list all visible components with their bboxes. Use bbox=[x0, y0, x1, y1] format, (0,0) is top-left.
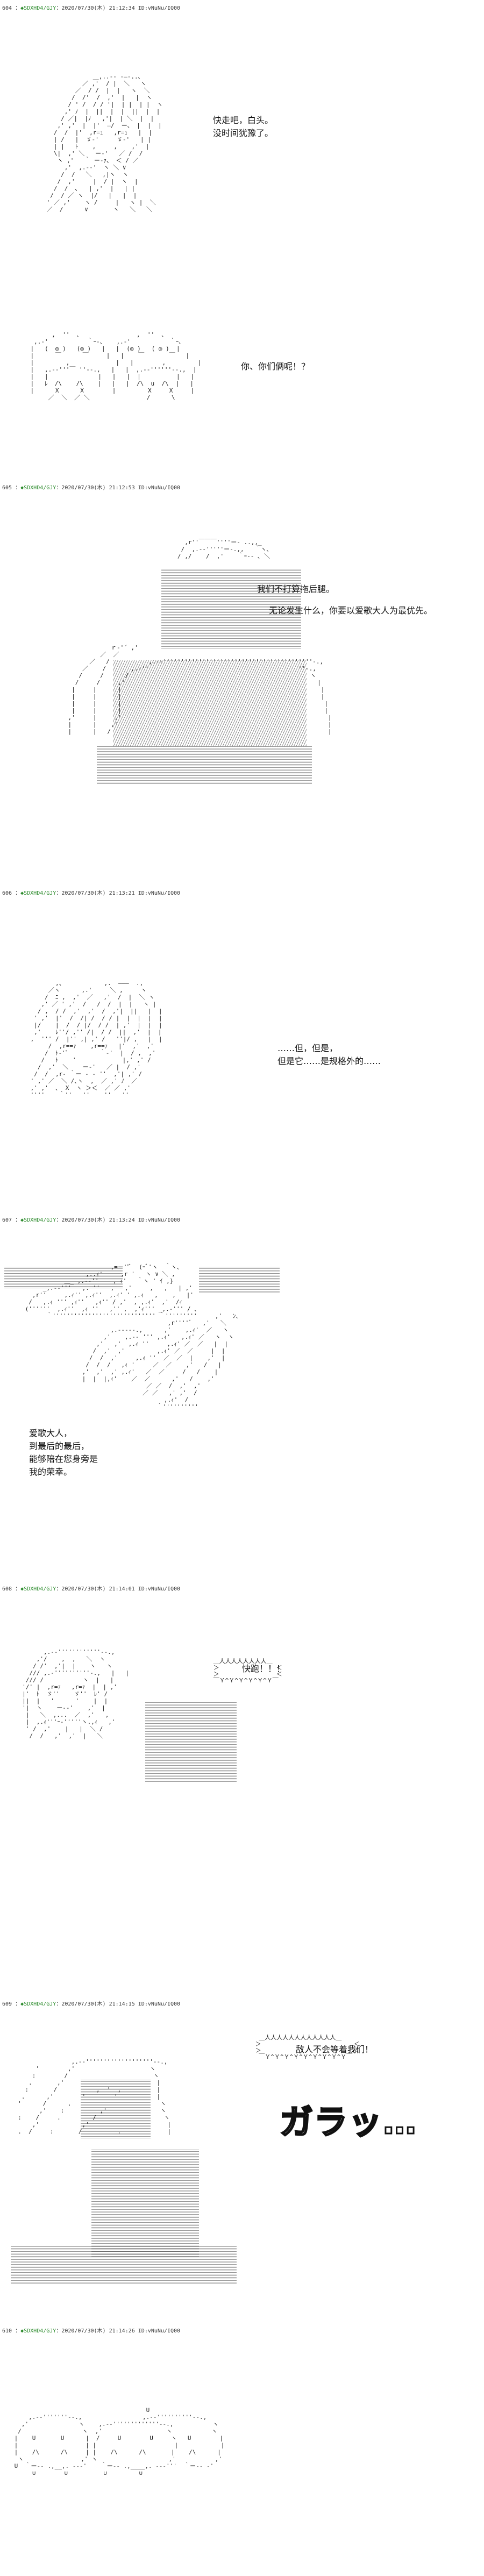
post-meta: ：2020/07/30(木) 21:12:53 ID:vNuNu/IQ00 bbox=[56, 485, 181, 491]
post-header: 604 ：◆SDXHD4/GJY：2020/07/30(木) 21:12:34 … bbox=[2, 3, 180, 11]
post-meta: ：2020/07/30(木) 21:12:34 ID:vNuNu/IQ00 bbox=[56, 5, 181, 11]
post-meta: ：2020/07/30(木) 21:14:15 ID:vNuNu/IQ00 bbox=[56, 2001, 181, 2007]
post-number: 608 ： bbox=[2, 1586, 21, 1592]
poster-trip[interactable]: ◆SDXHD4/GJY bbox=[20, 485, 56, 491]
ascii-art-faces: U ,.-‐'''''''‐-., ,.-‐''''''''''‐-., ,' … bbox=[14, 2407, 225, 2477]
dialog-line: 敌人不会等着我们！ bbox=[296, 2044, 374, 2054]
post-header: 606 ：◆SDXHD4/GJY：2020/07/30(木) 21:13:21 … bbox=[2, 888, 180, 896]
post-number: 607 ： bbox=[2, 1217, 21, 1223]
ascii-art-character: ＿,..-‐ ‐―-..､ ／ ,' / | ＼ ヽ ／ / / | | ヽ ＼… bbox=[46, 73, 163, 213]
post-header: 609 ：◆SDXHD4/GJY：2020/07/30(木) 21:14:15 … bbox=[2, 1999, 180, 2007]
post-meta: ：2020/07/30(木) 21:14:01 ID:vNuNu/IQ00 bbox=[56, 1586, 181, 1592]
post-header: 610 ：◆SDXHD4/GJY：2020/07/30(木) 21:14:26 … bbox=[2, 2326, 180, 2334]
sound-effect-text: ガラッ… bbox=[279, 2102, 418, 2143]
post-meta: ：2020/07/30(木) 21:13:24 ID:vNuNu/IQ00 bbox=[56, 1217, 181, 1223]
ascii-art-faces: , '' ､ , '' ､ ,.‐' ｀ｰ‐、 ,.‐' ｀ｰ､ | ( ◎ )… bbox=[30, 331, 202, 401]
ascii-art-character: ,、 ,. ――― ., ／ヽ ,.' ＼ , ヽ / ﾆ , ,' ／ ,' … bbox=[30, 980, 162, 1098]
shaded-base-region bbox=[97, 746, 312, 784]
poster-trip[interactable]: ◆SDXHD4/GJY bbox=[20, 2328, 56, 2334]
post-606: 606 ：◆SDXHD4/GJY：2020/07/30(木) 21:13:21 … bbox=[0, 888, 484, 1214]
post-number: 610 ： bbox=[2, 2328, 21, 2334]
post-number: 606 ： bbox=[2, 890, 21, 896]
poster-trip[interactable]: ◆SDXHD4/GJY bbox=[20, 2001, 56, 2007]
speech-burst: ＿人人人人人人人人人人人人＿ ＞ ＜ ＞ ＜ ￣Ｙ^Ｙ^Ｙ^Ｙ^Ｙ^Ｙ^Ｙ^Ｙ^… bbox=[255, 2034, 360, 2060]
post-604: 604 ：◆SDXHD4/GJY：2020/07/30(木) 21:12:34 … bbox=[0, 3, 484, 482]
poster-trip[interactable]: ◆SDXHD4/GJY bbox=[20, 890, 56, 896]
dialog-line: 无论发生什么，你要以爱歌大人为最优先。 bbox=[269, 605, 433, 616]
dialog-line: 快走吧，白头。 没时间犹豫了。 bbox=[213, 115, 274, 138]
shaded-floor-region bbox=[11, 2246, 237, 2284]
ascii-art-character: ,.-‐''''''''''''‐-., ,'/ , , ＼ ヽ / /' ,'… bbox=[22, 1649, 129, 1739]
post-meta: ：2020/07/30(木) 21:14:26 ID:vNuNu/IQ00 bbox=[56, 2328, 181, 2334]
shaded-hair-right bbox=[199, 1267, 280, 1294]
dialog-line: 快跑！！！ bbox=[242, 1664, 286, 1674]
ascii-art-scene: ,=－''ﾞ (ｰﾞ'ヽ ｀ヽ､ ,..ｨ' ,r ' ヽ ∨ ＼ , ＿_ ,… bbox=[25, 1264, 239, 1410]
shaded-hair-left bbox=[4, 1267, 123, 1288]
shaded-body-region bbox=[91, 2150, 199, 2257]
shaded-head-region bbox=[81, 2080, 151, 2139]
post-605: 605 ：◆SDXHD4/GJY：2020/07/30(木) 21:12:53 … bbox=[0, 483, 484, 887]
poster-trip[interactable]: ◆SDXHD4/GJY bbox=[20, 1586, 56, 1592]
ascii-art-hair: ,r''￣￣￣''''ー- ..,,_ / ,.-‐'''''ー-.,, ｀ヽ､… bbox=[177, 539, 271, 560]
post-header: 608 ：◆SDXHD4/GJY：2020/07/30(木) 21:14:01 … bbox=[2, 1584, 180, 1592]
ascii-art-figure: ｒ‐'´ ,' ／ ／ ／ / ,.-‐''''''''''''''''''''… bbox=[68, 644, 332, 735]
speech-burst: ＿人人人人人人人人＿ ＞ ＜ ＞ ＜ ￣Ｙ^Ｙ^Ｙ^Ｙ^Ｙ^Ｙ￣ bbox=[213, 1658, 282, 1684]
post-609: 609 ：◆SDXHD4/GJY：2020/07/30(木) 21:14:15 … bbox=[0, 1999, 484, 2325]
shaded-arm-region bbox=[145, 1702, 237, 1783]
post-number: 604 ： bbox=[2, 5, 21, 11]
post-number: 609 ： bbox=[2, 2001, 21, 2007]
post-607: 607 ：◆SDXHD4/GJY：2020/07/30(木) 21:13:24 … bbox=[0, 1215, 484, 1583]
post-meta: ：2020/07/30(木) 21:13:21 ID:vNuNu/IQ00 bbox=[56, 890, 181, 896]
dialog-line: 我们不打算拖后腿。 bbox=[257, 584, 335, 594]
post-number: 605 ： bbox=[2, 485, 21, 491]
dialog-line: 你、你们俩呢！？ bbox=[241, 361, 310, 372]
ascii-art-figure: ,.-‐'''''''''''''''''''‐-., ' ,' ヽ : / ヽ… bbox=[18, 2058, 172, 2135]
dialog-line: ……但，但是， 但是它……是规格外的…… bbox=[277, 1043, 381, 1066]
post-608: 608 ：◆SDXHD4/GJY：2020/07/30(木) 21:14:01 … bbox=[0, 1584, 484, 1998]
post-610: 610 ：◆SDXHD4/GJY：2020/07/30(木) 21:14:26 … bbox=[0, 2326, 484, 2576]
poster-trip[interactable]: ◆SDXHD4/GJY bbox=[20, 1217, 56, 1223]
shaded-body-region bbox=[113, 660, 307, 746]
post-header: 605 ：◆SDXHD4/GJY：2020/07/30(木) 21:12:53 … bbox=[2, 483, 180, 491]
dialog-line: 爱歌大人， 到最后的最后， 能够陪在您身旁是 我的荣幸。 bbox=[29, 1428, 98, 1477]
poster-trip[interactable]: ◆SDXHD4/GJY bbox=[20, 5, 56, 11]
post-header: 607 ：◆SDXHD4/GJY：2020/07/30(木) 21:13:24 … bbox=[2, 1215, 180, 1223]
shaded-hair-region bbox=[161, 569, 301, 650]
